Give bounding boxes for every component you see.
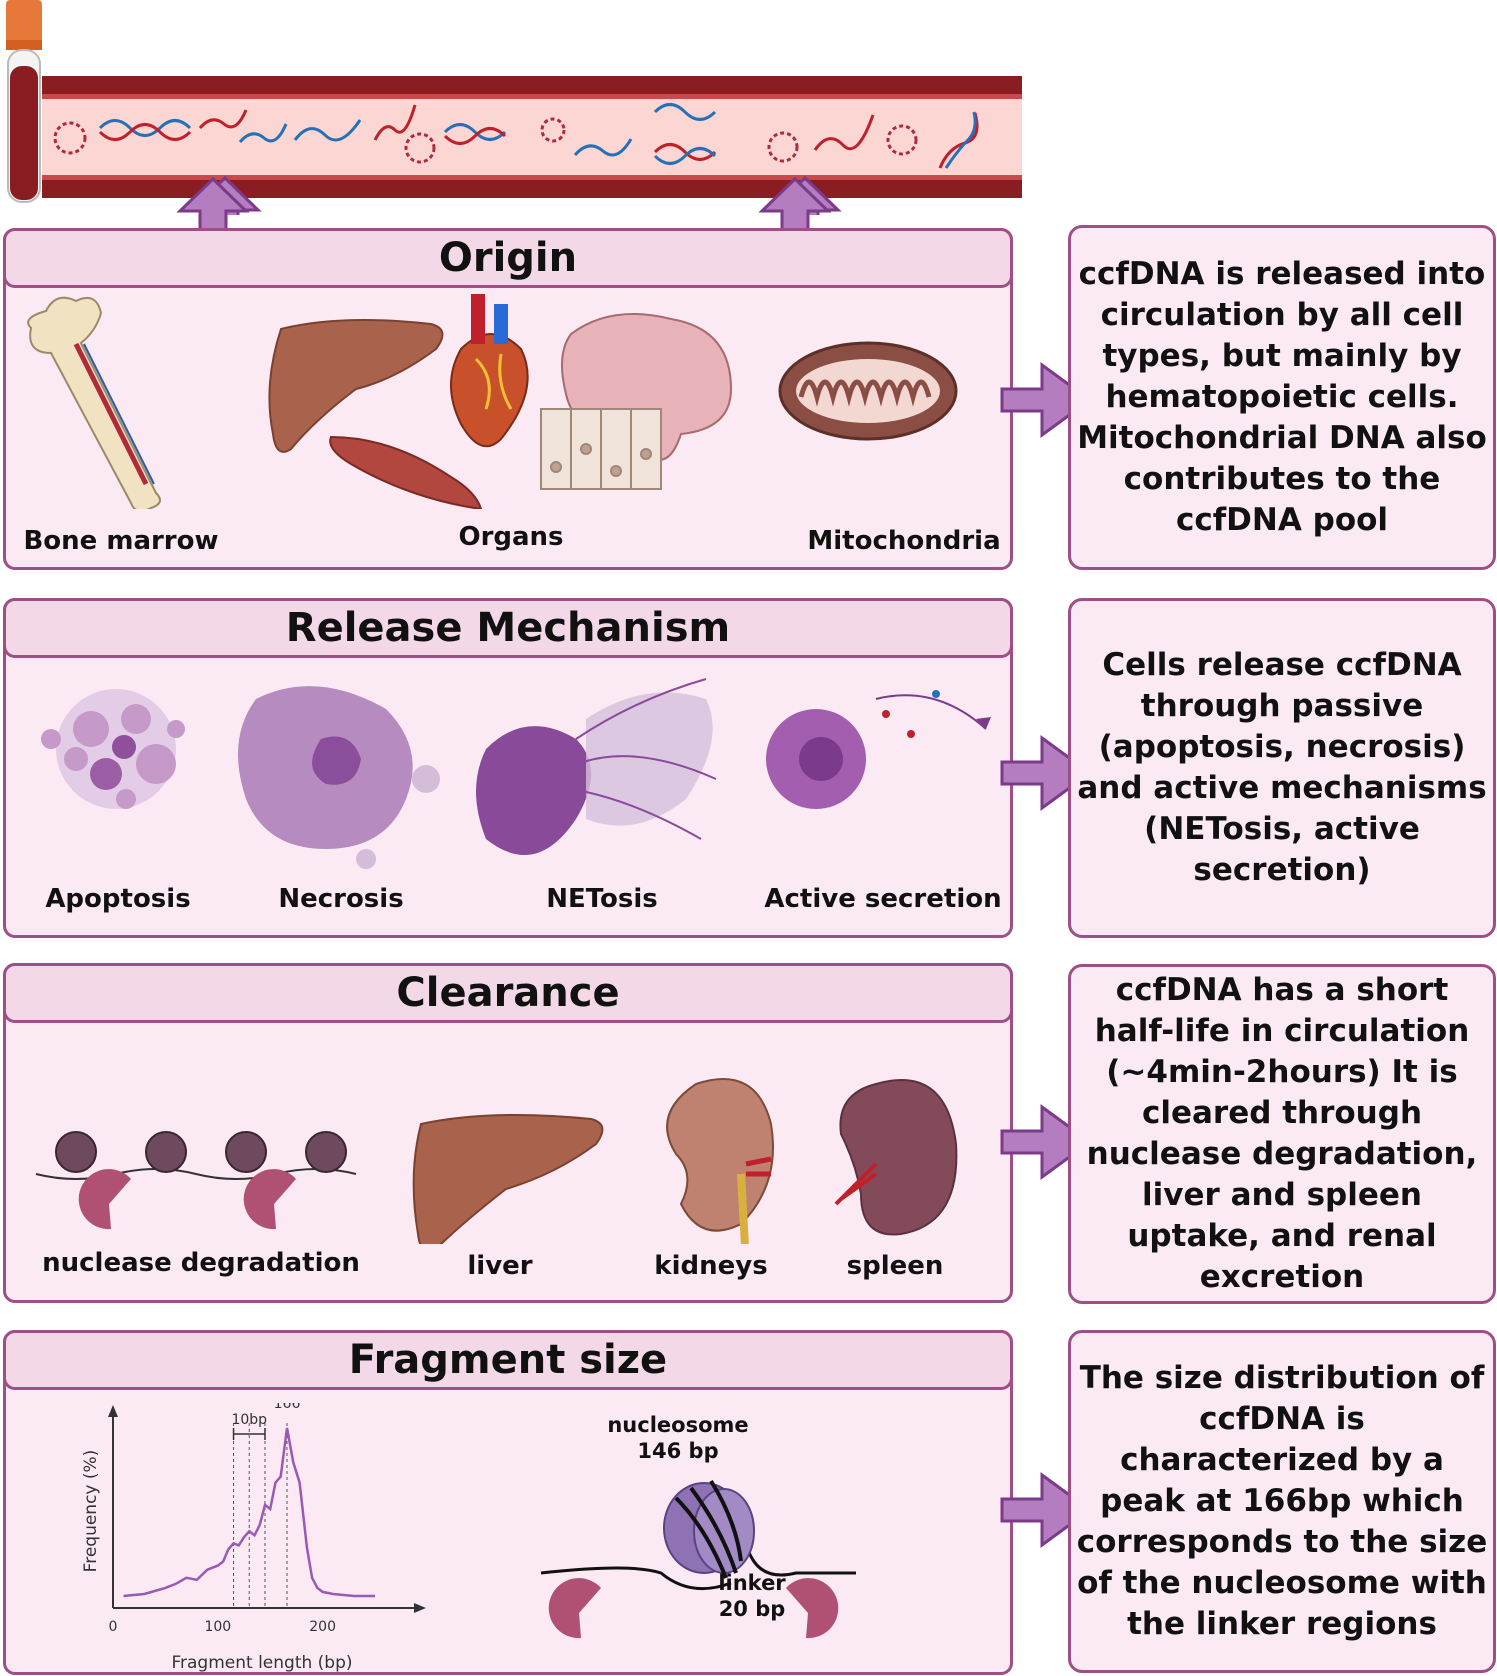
apoptosis-icon <box>41 689 185 809</box>
spleen-icon <box>839 1079 958 1236</box>
clearance-label-liver: liver <box>467 1251 533 1281</box>
kidney-icon <box>666 1078 774 1232</box>
nucleosome-bp-label: 146 bp <box>637 1439 719 1463</box>
release-label-necrosis: Necrosis <box>278 884 404 914</box>
mitochondria-icon <box>778 341 958 441</box>
nucleosome-icon <box>663 1479 755 1579</box>
origin-panel: Origin <box>3 228 1013 570</box>
active-secretion-icon <box>766 690 991 809</box>
clearance-label-spleen: spleen <box>846 1251 944 1281</box>
nuclease-icon <box>35 1131 357 1230</box>
fragment-length-chart: Frequency (%) Fragment length (bp) 0 100… <box>81 1403 426 1673</box>
fragment-title: Fragment size <box>3 1330 1013 1390</box>
origin-label-mitochondria: Mitochondria <box>807 526 1001 556</box>
release-label-active-secretion: Active secretion <box>764 884 1002 914</box>
clearance-panel: Clearance nuclease degradation liver kid… <box>3 963 1013 1303</box>
clearance-label-kidneys: kidneys <box>654 1251 768 1281</box>
release-label-netosis: NETosis <box>546 884 658 914</box>
fragment-description: The size distribution of ccfDNA is chara… <box>1068 1330 1496 1673</box>
netosis-icon <box>476 678 717 855</box>
x-axis-label: Fragment length (bp) <box>171 1653 352 1673</box>
bone-icon <box>27 296 161 509</box>
period-annotation: 10bp <box>231 1412 267 1428</box>
necrosis-icon <box>238 686 440 869</box>
nucleosome-label: nucleosome <box>607 1413 749 1437</box>
origin-label-organs: Organs <box>458 522 564 552</box>
release-panel: Release Mechanism Apoptosis Necrosis NET… <box>3 598 1013 938</box>
period-guides <box>233 1423 288 1608</box>
liver-icon <box>412 1114 604 1244</box>
linker-bp-label: 20 bp <box>718 1597 786 1621</box>
blood-vessel-illustration <box>6 0 1022 215</box>
x-tick-label: 0 <box>109 1619 118 1635</box>
right-arrow-icon <box>1000 1472 1090 1548</box>
period-bracket <box>232 1428 266 1440</box>
fragment-panel: Fragment size Frequency (%) Fragment len… <box>3 1330 1013 1675</box>
clearance-title: Clearance <box>3 963 1013 1023</box>
muscle-icon <box>329 435 483 509</box>
cells-icon <box>540 408 662 490</box>
release-title: Release Mechanism <box>3 598 1013 658</box>
release-illustrations <box>41 678 991 869</box>
series-line <box>123 1427 375 1598</box>
origin-illustrations <box>27 294 958 509</box>
release-label-apoptosis: Apoptosis <box>45 884 191 914</box>
origin-title: Origin <box>3 228 1013 288</box>
liver-icon <box>268 319 444 453</box>
origin-description: ccfDNA is released into circulation by a… <box>1068 225 1496 570</box>
nuclease-icon <box>548 1578 601 1639</box>
origin-label-bone-marrow: Bone marrow <box>23 526 219 556</box>
linker-label: linker <box>718 1571 786 1595</box>
peak-annotation: 166 <box>274 1403 301 1412</box>
blood-tube-icon <box>6 0 42 203</box>
x-tick-label: 100 <box>204 1619 231 1635</box>
x-tick-label: 200 <box>309 1619 336 1635</box>
right-arrow-icon <box>1000 1104 1090 1180</box>
y-axis-label: Frequency (%) <box>81 1450 101 1573</box>
nuclease-icon <box>786 1578 839 1639</box>
right-arrow-icon <box>1000 735 1090 811</box>
clearance-label-nuclease-degradation: nuclease degradation <box>42 1248 360 1278</box>
clearance-description: ccfDNA has a short half-life in circulat… <box>1068 964 1496 1304</box>
clearance-illustrations <box>35 1078 958 1244</box>
right-arrow-icon <box>1000 362 1090 438</box>
right-arrows <box>1000 362 1090 1548</box>
heart-icon <box>450 294 529 448</box>
release-description: Cells release ccfDNA through passive (ap… <box>1068 598 1496 938</box>
nucleosome-diagram <box>540 1479 856 1639</box>
